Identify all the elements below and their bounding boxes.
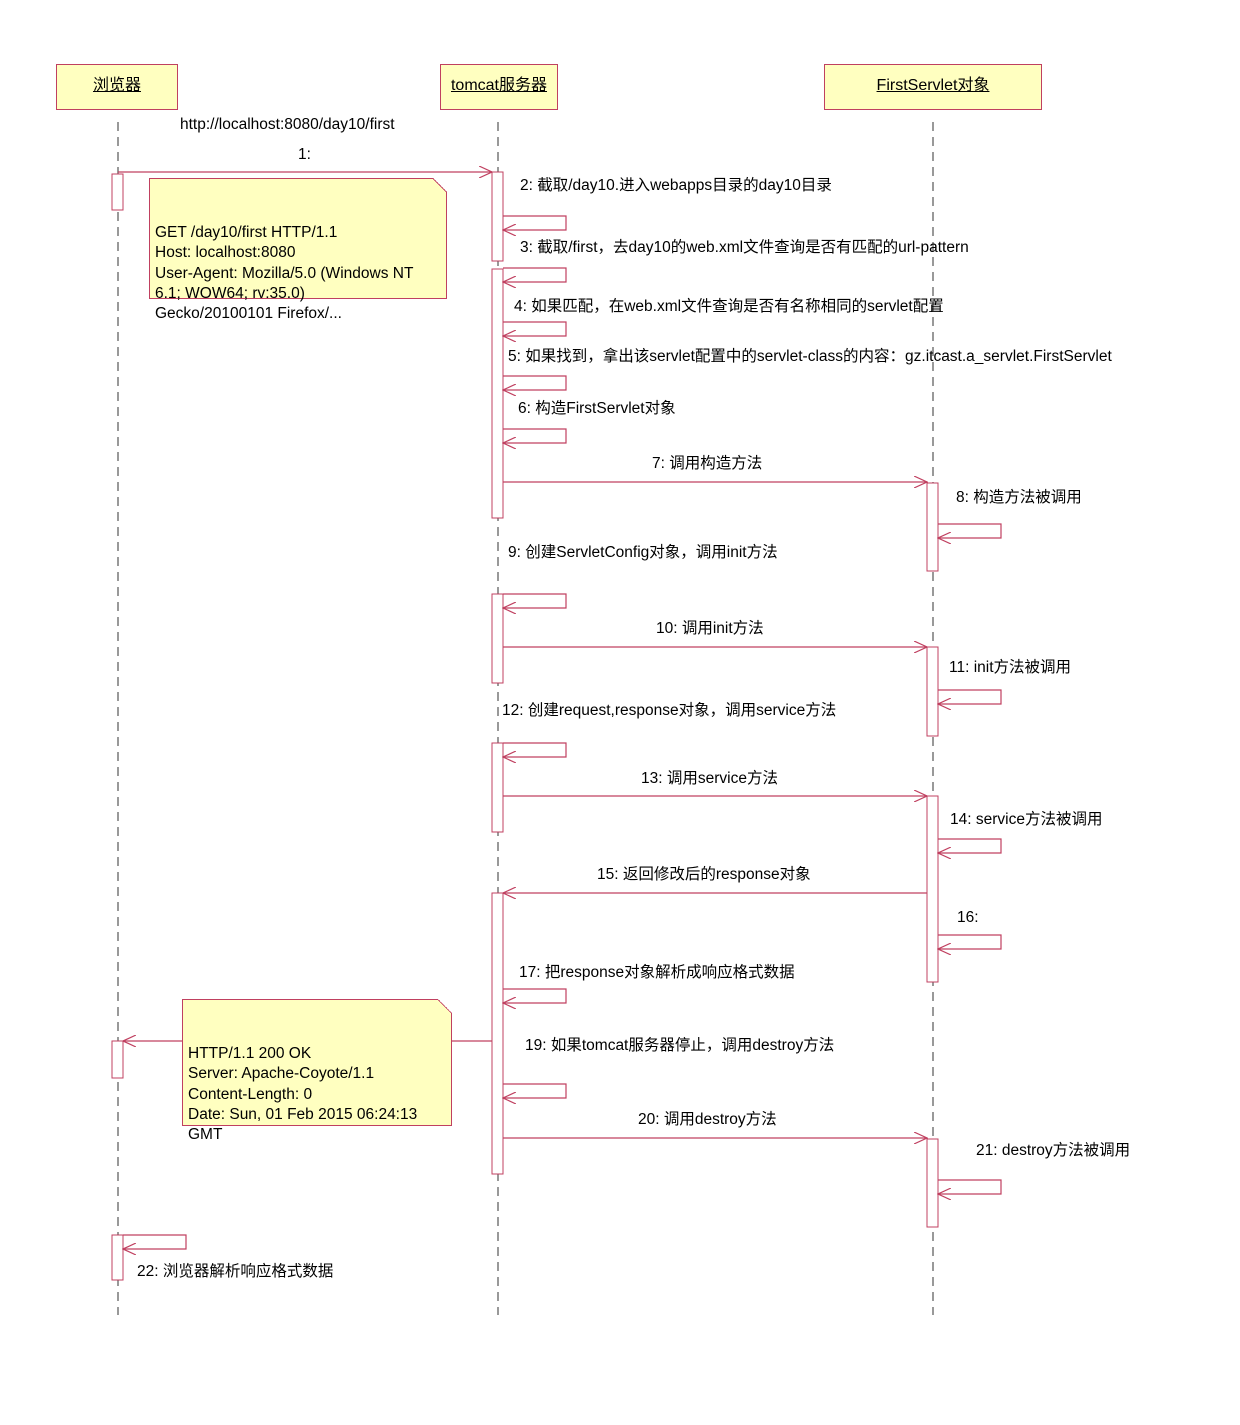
message-2-self-arrow <box>503 215 567 230</box>
request-note-text: GET /day10/first HTTP/1.1 Host: localhos… <box>155 223 414 323</box>
message-14-label: 14: service方法被调用 <box>950 811 1103 828</box>
message-9-label: 9: 创建ServletConfig对象，调用init方法 <box>508 544 778 561</box>
message-3-label: 3: 截取/first，去day10的web.xml文件查询是否有匹配的url-… <box>520 239 969 256</box>
message-6-label: 6: 构造FirstServlet对象 <box>518 400 676 417</box>
message-15-label: 15: 返回修改后的response对象 <box>597 866 811 883</box>
note-fold <box>438 999 452 1013</box>
message-1-label: 1: <box>298 146 311 163</box>
message-10-label: 10: 调用init方法 <box>656 620 764 637</box>
message-19-label: 19: 如果tomcat服务器停止，调用destroy方法 <box>525 1037 835 1054</box>
message-13-label: 13: 调用service方法 <box>641 770 778 787</box>
activation-bar <box>491 742 504 833</box>
message-12-label: 12: 创建request,response对象，调用service方法 <box>502 702 837 719</box>
message-11-self-arrow <box>938 689 1002 704</box>
activation-bar <box>491 593 504 684</box>
lifeline-tomcat-box: tomcat服务器 <box>440 64 558 110</box>
message-12-self-arrow <box>503 742 567 757</box>
lifeline-browser-label: 浏览器 <box>92 77 141 94</box>
activation-bar <box>111 1040 124 1079</box>
request-url-label: http://localhost:8080/day10/first <box>180 116 395 133</box>
message-11-label: 11: init方法被调用 <box>949 659 1072 676</box>
activation-bar <box>491 268 504 519</box>
message-9-self-arrow <box>503 593 567 608</box>
message-17-self-arrow <box>503 988 567 1003</box>
message-21-label: 21: destroy方法被调用 <box>976 1142 1131 1159</box>
message-16-label: 16: <box>957 909 979 926</box>
note-fold <box>433 178 447 192</box>
message-22-label: 22: 浏览器解析响应格式数据 <box>137 1263 334 1280</box>
lifeline-tomcat-label: tomcat服务器 <box>450 77 548 94</box>
message-8-label: 8: 构造方法被调用 <box>956 489 1082 506</box>
message-17-label: 17: 把response对象解析成响应格式数据 <box>519 964 795 981</box>
message-14-self-arrow <box>938 838 1002 853</box>
message-4-label: 4: 如果匹配，在web.xml文件查询是否有名称相同的servlet配置 <box>514 298 944 315</box>
activation-bar <box>111 173 124 211</box>
message-16-self-arrow <box>938 934 1002 949</box>
response-note: HTTP/1.1 200 OK Server: Apache-Coyote/1.… <box>182 999 452 1143</box>
lifeline-browser-box: 浏览器 <box>56 64 178 110</box>
lifeline-servlet-box: FirstServlet对象 <box>824 64 1042 110</box>
message-19-self-arrow <box>503 1083 567 1098</box>
activation-bar <box>926 482 939 572</box>
message-7-label: 7: 调用构造方法 <box>652 455 763 472</box>
activation-bar <box>111 1234 124 1281</box>
message-5-label: 5: 如果找到，拿出该servlet配置中的servlet-class的内容：g… <box>508 348 1112 365</box>
message-8-self-arrow <box>938 523 1002 538</box>
activation-bar <box>491 892 504 1175</box>
activation-bar <box>926 795 939 983</box>
message-5-self-arrow <box>503 375 567 390</box>
message-21-self-arrow <box>938 1179 1002 1194</box>
activation-bar <box>926 1138 939 1228</box>
message-20-label: 20: 调用destroy方法 <box>638 1111 777 1128</box>
message-22-self-arrow <box>123 1234 187 1249</box>
request-note: GET /day10/first HTTP/1.1 Host: localhos… <box>149 178 447 322</box>
message-6-self-arrow <box>503 428 567 443</box>
lifeline-servlet-label: FirstServlet对象 <box>876 77 990 94</box>
message-3-self-arrow <box>503 267 567 282</box>
activation-bar <box>926 646 939 737</box>
message-4-self-arrow <box>503 321 567 336</box>
message-2-label: 2: 截取/day10.进入webapps目录的day10目录 <box>520 177 832 194</box>
response-note-text: HTTP/1.1 200 OK Server: Apache-Coyote/1.… <box>188 1044 418 1144</box>
activation-bar <box>491 171 504 262</box>
